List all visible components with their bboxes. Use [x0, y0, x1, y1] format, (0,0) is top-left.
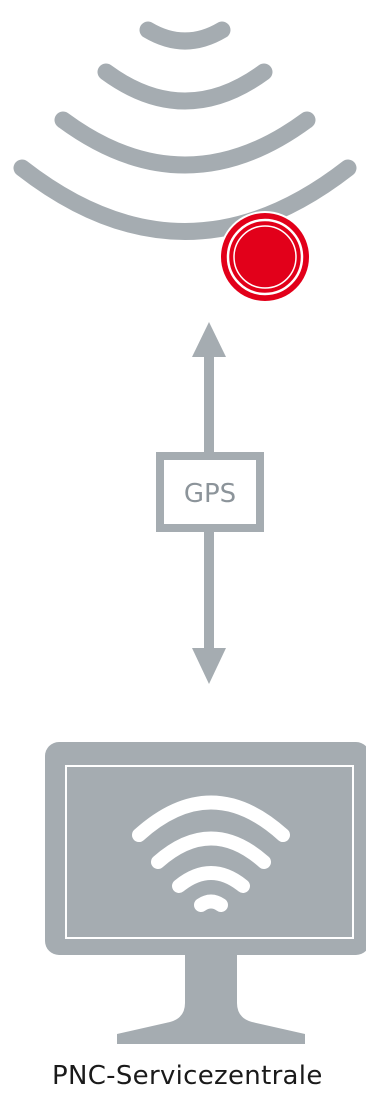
- red-alarm-dot-icon: [219, 211, 311, 303]
- monitor-stand: [117, 955, 305, 1044]
- service-center-caption: PNC-Servicezentrale: [52, 1061, 323, 1091]
- arrow-shaft-bottom: [204, 532, 214, 650]
- wifi-icon: [132, 795, 290, 912]
- gps-box: GPS: [156, 452, 264, 532]
- signal-wave-2: [97, 63, 273, 110]
- monitor-body: [45, 742, 366, 955]
- arrow-head-up: [192, 322, 226, 357]
- signal-waves-icon: [13, 21, 357, 240]
- arrow-head-down: [192, 648, 226, 684]
- gps-label: GPS: [184, 479, 236, 509]
- monitor-wifi-icon: [45, 742, 366, 1044]
- signal-wave-1: [139, 21, 231, 50]
- bidirectional-arrow-icon: [192, 322, 226, 684]
- monitor-screen-border: [65, 765, 354, 939]
- signal-wave-4: [13, 159, 357, 240]
- signal-wave-3: [54, 111, 316, 174]
- arrow-shaft-top: [204, 355, 214, 453]
